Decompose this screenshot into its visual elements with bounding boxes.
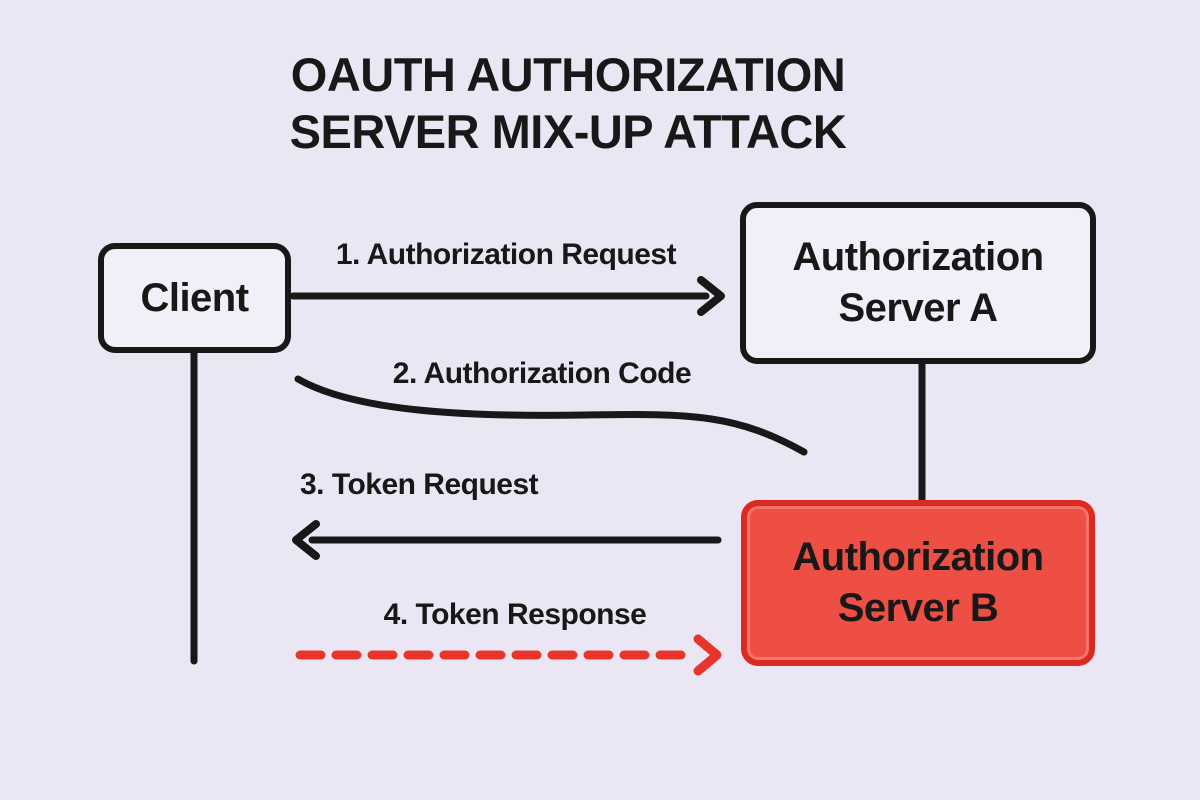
arrow-3-label: 3. Token Request <box>300 468 539 501</box>
arrow-4-label: 4. Token Response <box>383 598 647 631</box>
arrow-1-head <box>697 276 725 316</box>
client-node: Client <box>98 243 291 353</box>
authorization-server-b-node: Authorization Server B <box>741 500 1095 666</box>
arrow-2-label: 2. Authorization Code <box>392 357 692 390</box>
server-a-label-line1: Authorization <box>792 235 1044 279</box>
diagram-title-line2: SERVER MIX-UP ATTACK <box>289 105 847 158</box>
arrow-1-label: 1. Authorization Request <box>335 238 677 271</box>
arrow-4-head <box>693 634 722 676</box>
arrow-3-head <box>292 520 320 560</box>
diagram-title-line1: OAUTH AUTHORIZATION <box>290 48 846 101</box>
server-b-label-line1: Authorization <box>792 535 1044 579</box>
client-node-label: Client <box>140 275 249 320</box>
authorization-server-a-node: Authorization Server A <box>740 202 1096 364</box>
server-a-label-line2: Server A <box>838 286 998 330</box>
server-b-label-line2: Server B <box>837 586 999 630</box>
diagram-title: OAUTH AUTHORIZATION SERVER MIX-UP ATTACK <box>0 46 1136 160</box>
